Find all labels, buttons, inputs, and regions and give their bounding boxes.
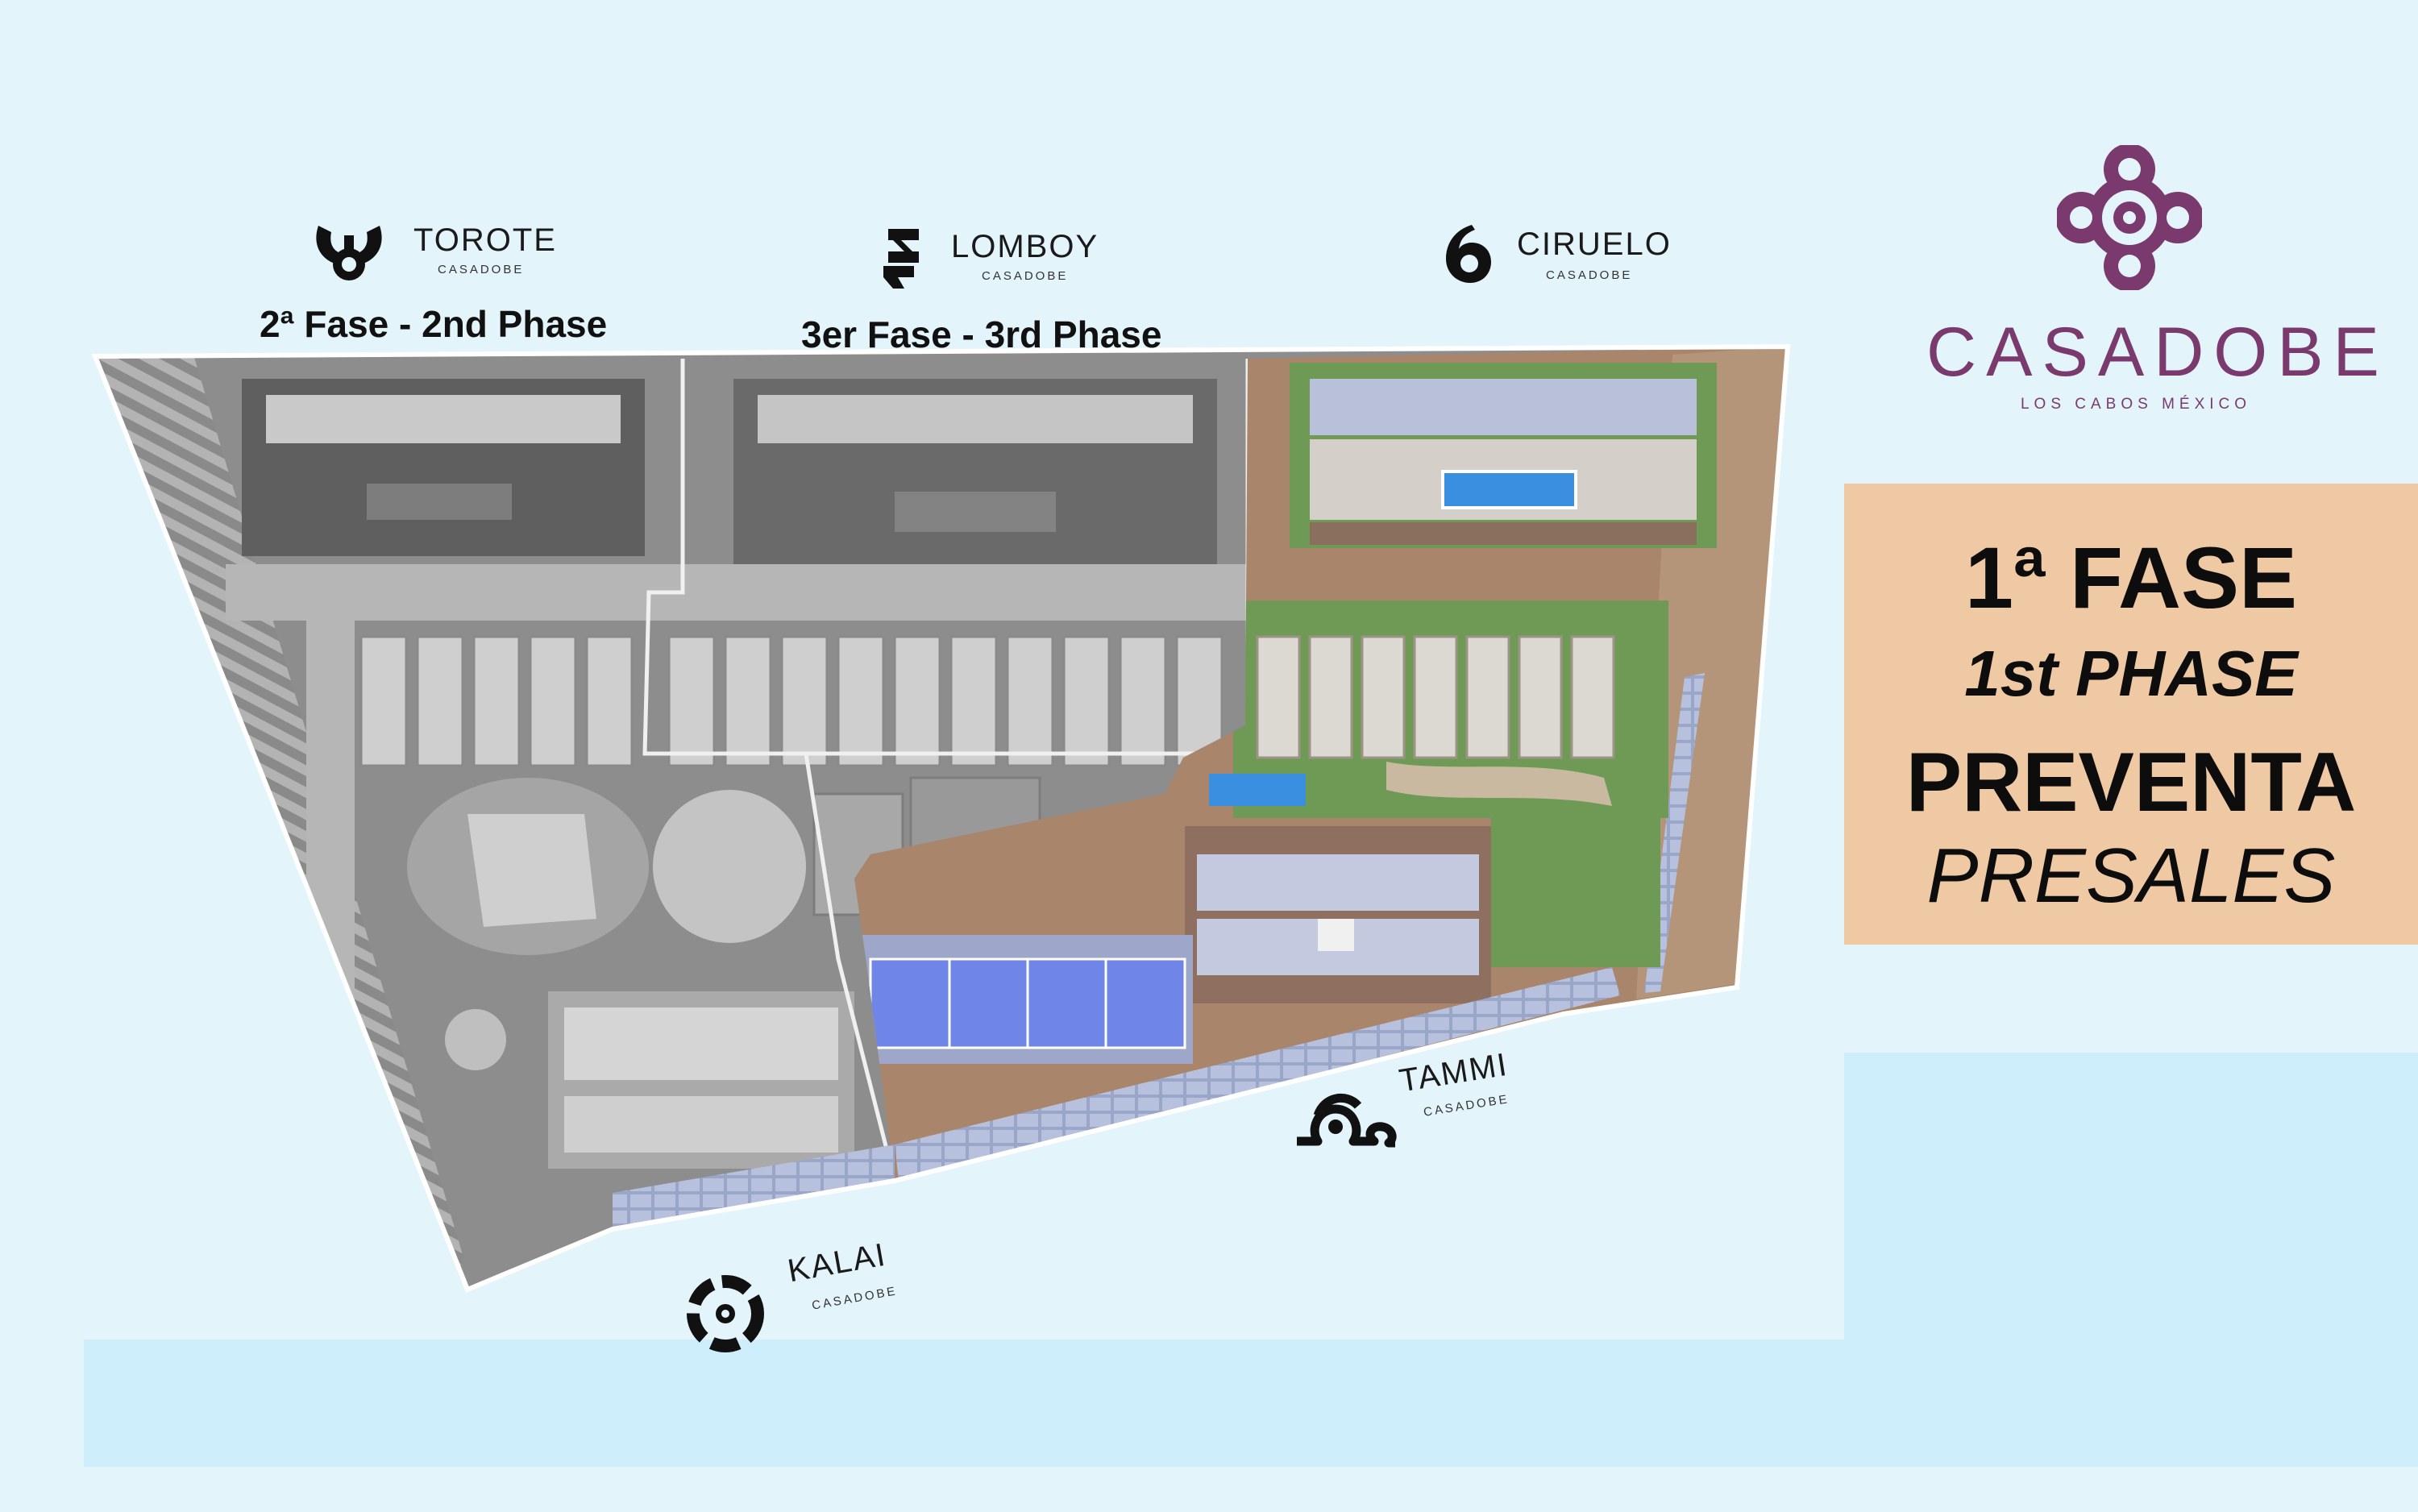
tammi-icon: [1297, 1094, 1397, 1148]
ciruelo-sub: CASADOBE: [1546, 268, 1633, 282]
torote-name: TOROTE: [413, 222, 557, 258]
site-outline: [91, 343, 1791, 1293]
solar-row: [613, 1144, 895, 1229]
phase-box-line4: PRESALES: [1926, 833, 2336, 919]
torote-icon: [316, 226, 382, 280]
casadobe-logo: CASADOBE LOS CABOS MÉXICO: [1926, 313, 2389, 413]
torote-sub: CASADOBE: [438, 263, 525, 276]
kalai-icon: [687, 1275, 764, 1352]
phase-box-line2: 1st PHASE: [1964, 638, 2298, 709]
casadobe-flower-icon: [2057, 145, 2202, 290]
right-band: [1844, 1053, 2418, 1467]
ciruelo-name: CIRUELO: [1517, 226, 1672, 262]
torote-phase-title: 2ª Fase - 2nd Phase: [260, 303, 608, 345]
lomboy-phase-title: 3er Fase - 3rd Phase: [801, 314, 1162, 355]
logo-wordmark: CASADOBE: [1926, 314, 2389, 391]
ciruelo-icon: [1446, 225, 1491, 283]
lomboy-icon: [883, 229, 919, 289]
logo-tagline: LOS CABOS MÉXICO: [2020, 396, 2252, 413]
lomboy-sub: CASADOBE: [982, 269, 1069, 283]
phase-box-line3: PREVENTA: [1905, 736, 2357, 829]
phase-box-line1: 1ª FASE: [1964, 529, 2298, 626]
phase-1-presale-box: 1ª FASE 1st PHASE PREVENTA PRESALES: [1844, 484, 2418, 945]
lomboy-name: LOMBOY: [951, 229, 1099, 264]
